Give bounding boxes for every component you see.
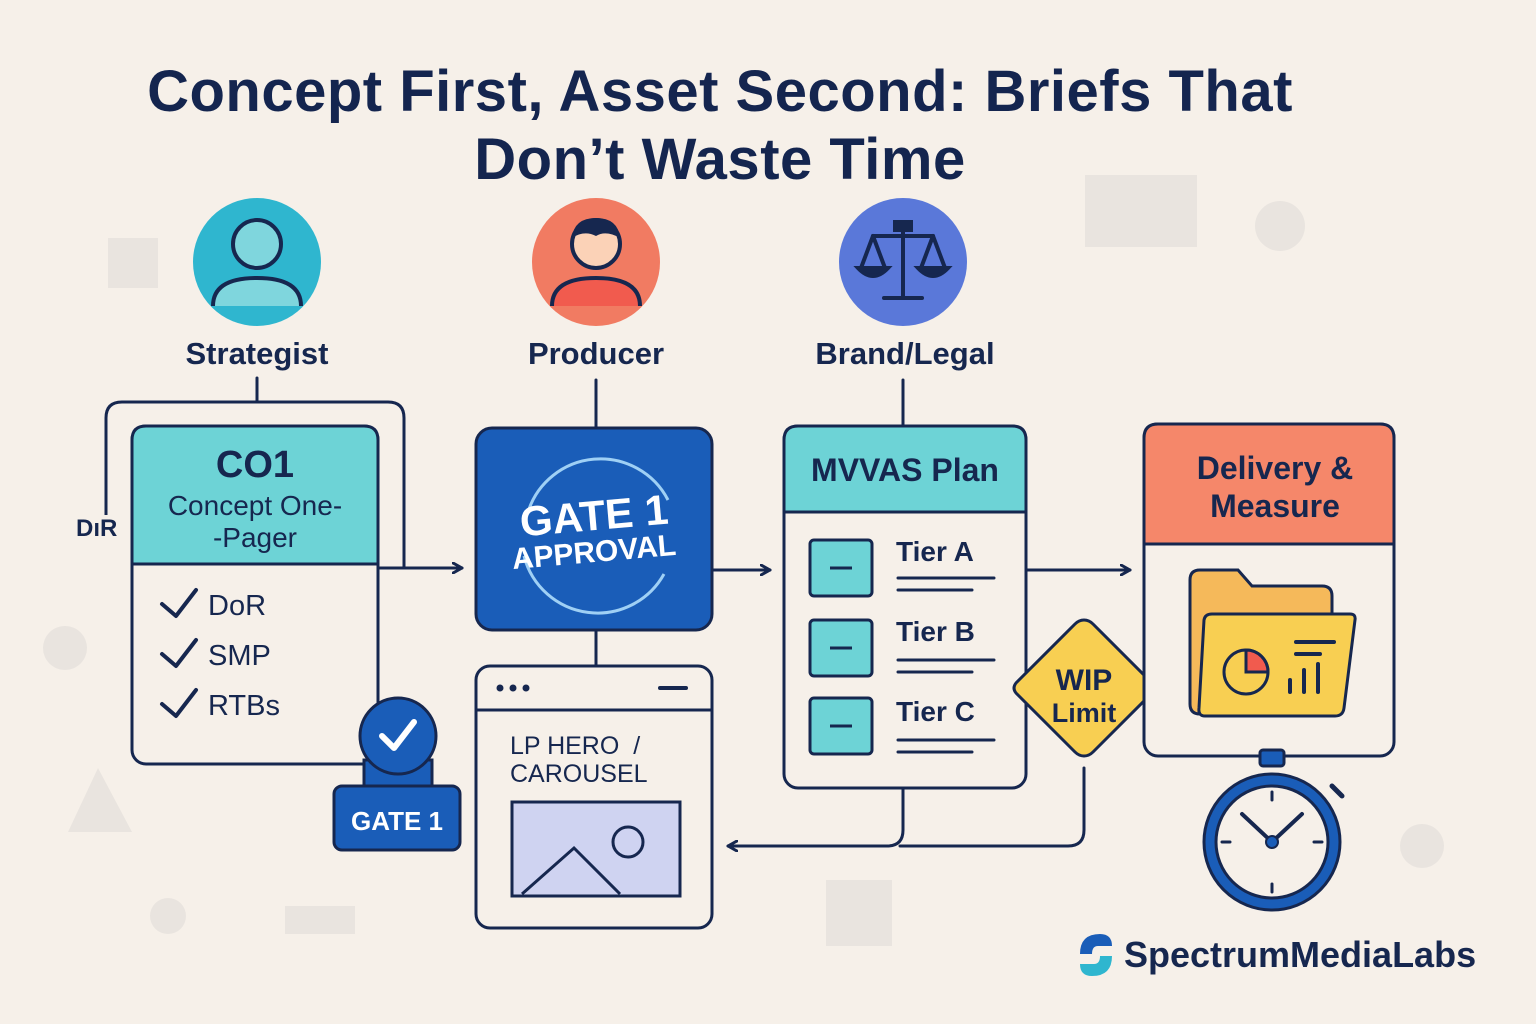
title-line-2: Don’t Waste Time <box>474 127 966 192</box>
tier-b-label: Tier B <box>896 616 975 647</box>
delivery-line-2: Measure <box>1210 488 1340 524</box>
tier-c-label: Tier C <box>896 696 975 727</box>
co1-card <box>130 424 380 766</box>
checklist-item-smp: SMP <box>208 640 271 672</box>
role-label-producer: Producer <box>527 336 665 371</box>
asset-window <box>474 664 714 930</box>
checkmark-icons <box>160 588 198 718</box>
image-placeholder-icon <box>510 800 682 898</box>
asset-window-line-1: LP HERO / <box>510 732 641 760</box>
co1-subtitle-line-2: -Pager <box>212 522 298 553</box>
checklist-item-dor: DoR <box>208 590 267 622</box>
title-line-1: Concept First, Asset Second: Briefs That <box>147 59 1293 124</box>
check-icon <box>160 688 198 718</box>
gate-stamp-label: GATE 1 <box>351 806 443 836</box>
mvvas-card <box>782 424 1028 790</box>
delivery-line-1: Delivery & <box>1196 450 1354 486</box>
co1-code: CO1 <box>215 444 295 486</box>
brand-name: SpectrumMediaLabs <box>1124 934 1477 975</box>
spectrum-logo-icon <box>1080 934 1112 976</box>
gate-stamp <box>332 696 462 852</box>
asset-window-line-2: CAROUSEL <box>510 760 648 788</box>
background-decorations <box>43 175 1444 946</box>
gate-approval-box <box>474 426 714 632</box>
dor-side-label: DıR <box>74 515 120 543</box>
check-icon <box>160 588 198 618</box>
wip-line-1: WIP <box>1055 664 1113 697</box>
scales-icon <box>853 220 953 300</box>
window-dot-icon <box>509 684 517 692</box>
producer-avatar <box>532 198 660 326</box>
wip-line-2: Limit <box>1051 698 1117 728</box>
strategist-avatar <box>193 198 321 326</box>
window-dot-icon <box>522 684 530 692</box>
tier-lines <box>896 576 996 754</box>
checklist-item-rtbs: RTBs <box>208 690 280 722</box>
stopwatch-icon <box>1202 748 1345 912</box>
check-icon <box>160 638 198 668</box>
tier-checkbox-icons <box>808 538 874 756</box>
co1-subtitle-line-1: Concept One- <box>167 490 343 521</box>
role-label-strategist: Strategist <box>185 336 329 371</box>
connectors <box>104 376 1274 846</box>
mvvas-title: MVVAS Plan <box>811 452 999 488</box>
brand-legal-avatar <box>839 198 967 326</box>
delivery-card <box>1142 422 1396 758</box>
window-dot-icon <box>496 684 504 692</box>
folder-chart-icon <box>1188 568 1357 718</box>
stamp-check-icon <box>379 719 417 751</box>
role-label-brand-legal: Brand/Legal <box>815 336 995 371</box>
tier-a-label: Tier A <box>896 536 974 567</box>
wip-limit-sign <box>1012 618 1156 758</box>
